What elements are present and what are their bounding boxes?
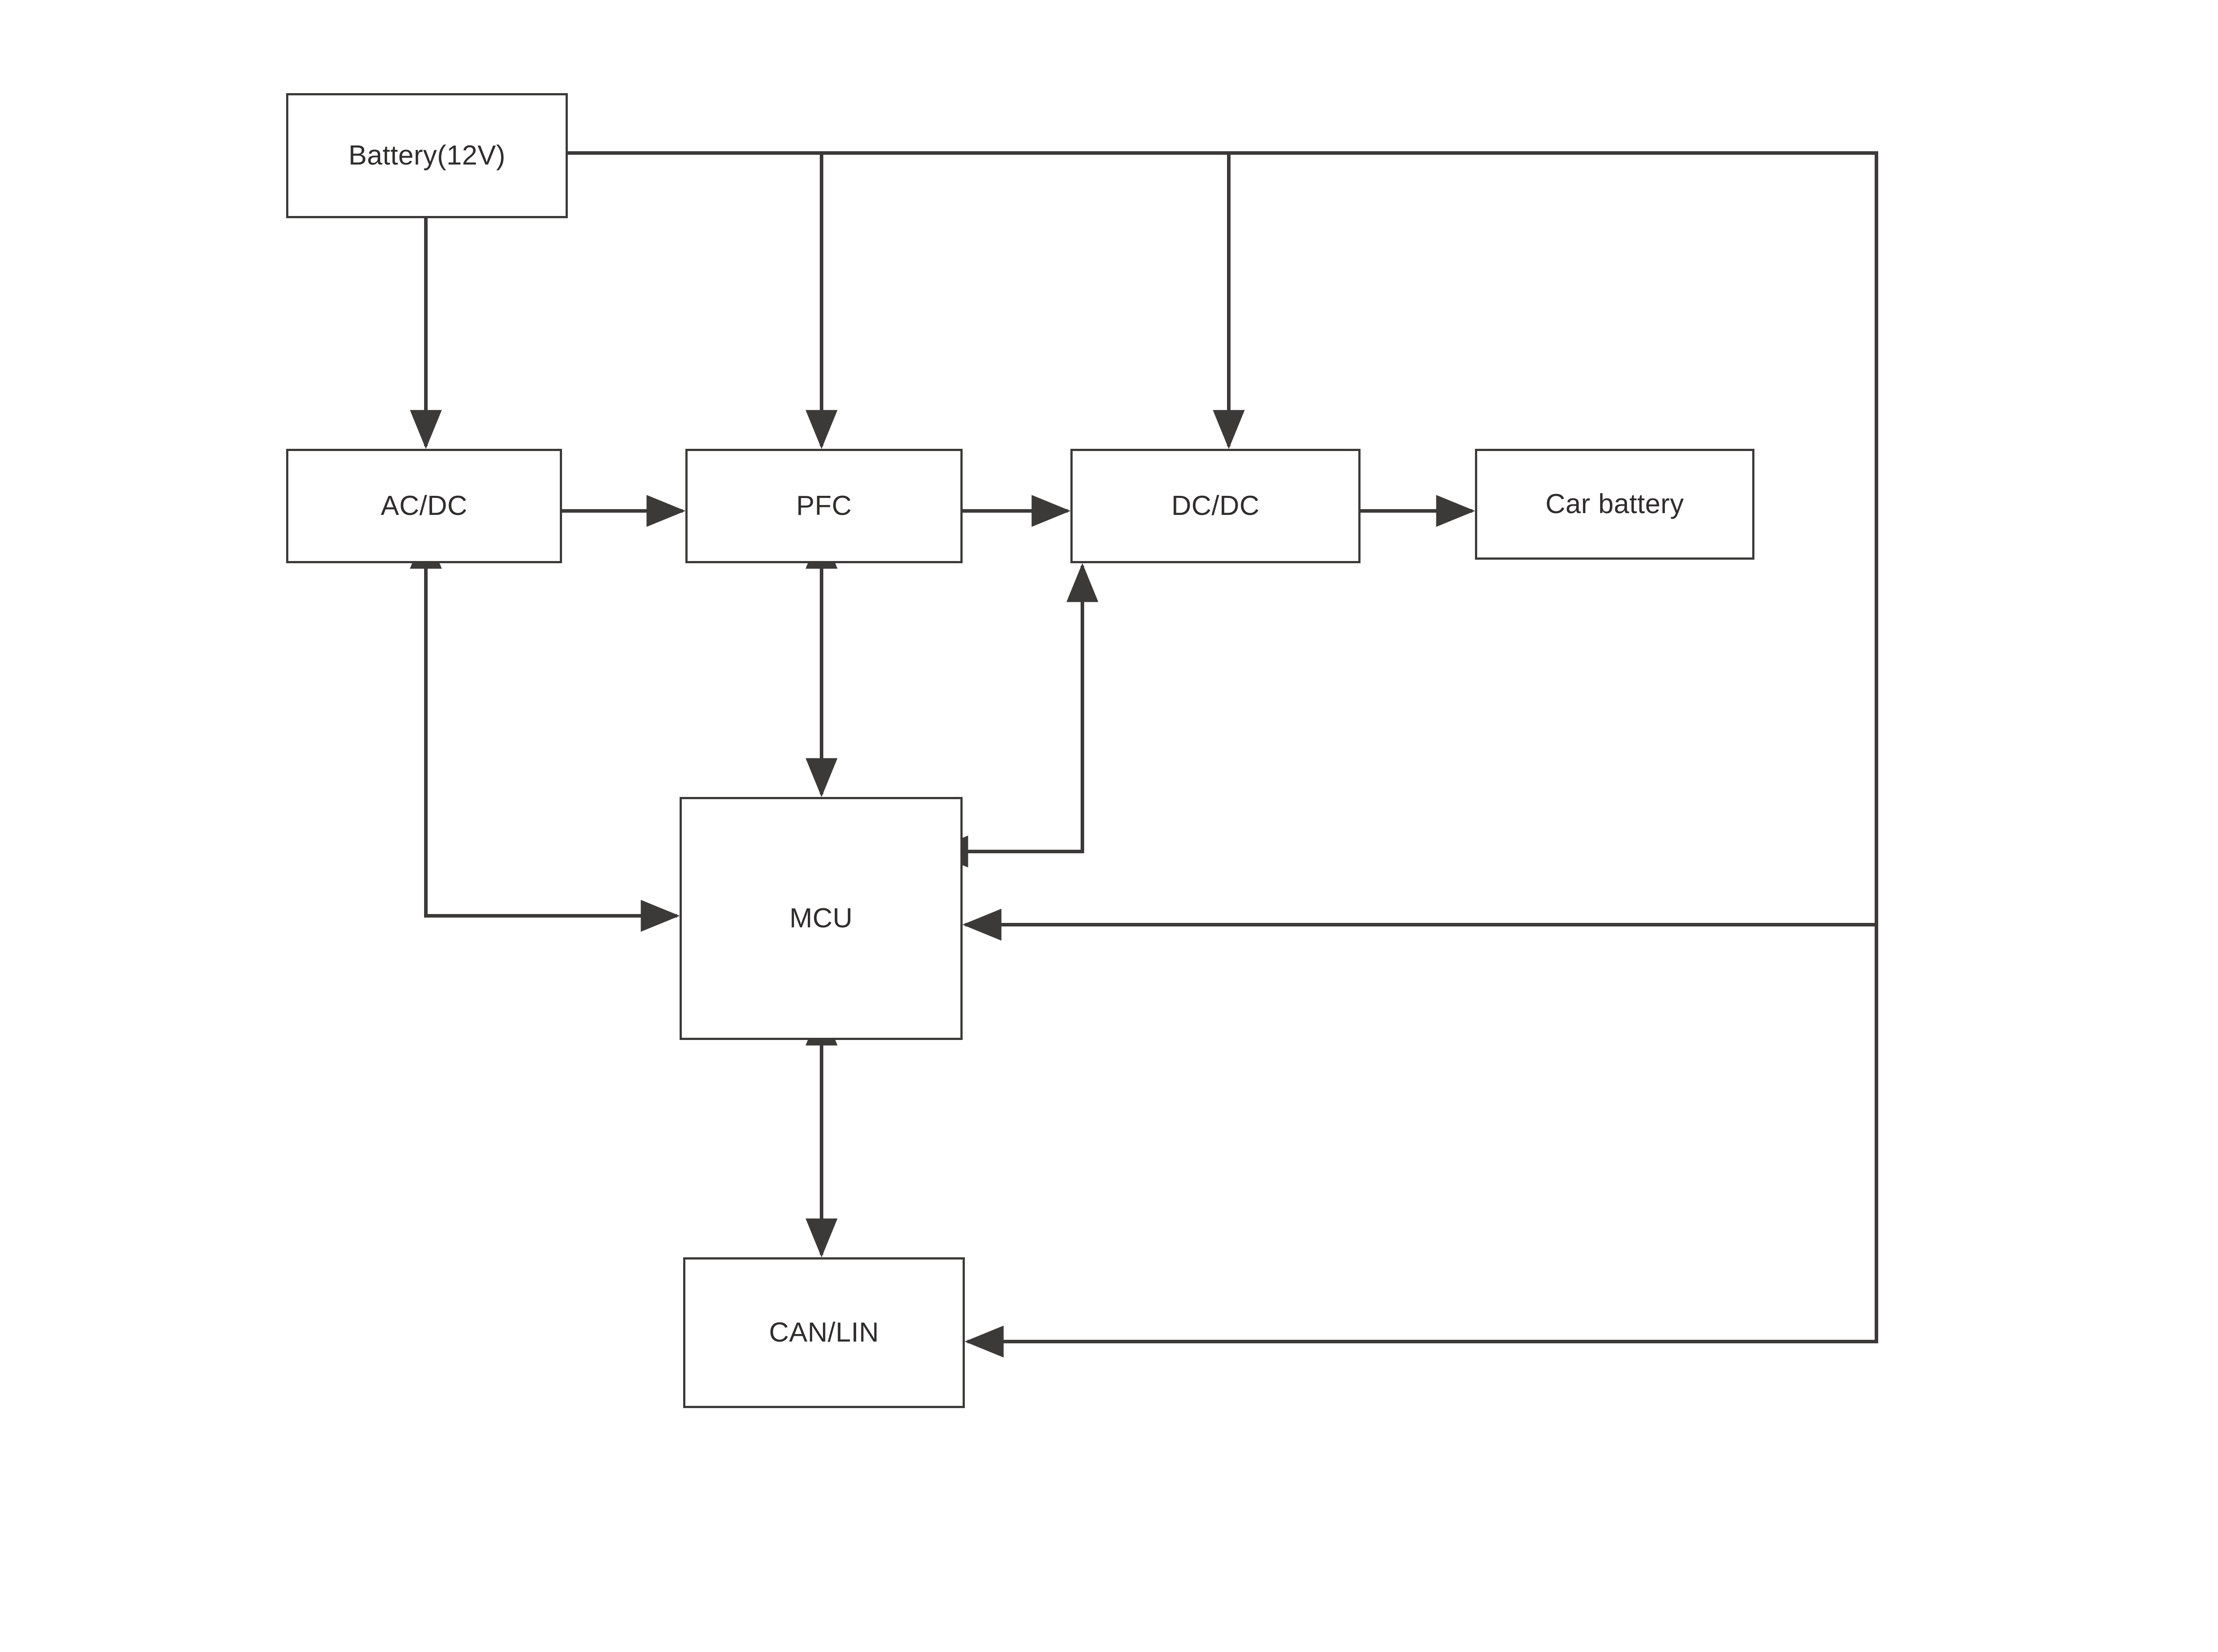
node-acdc[interactable]: AC/DC bbox=[286, 449, 562, 563]
edge-mcu-to-dcdc bbox=[929, 563, 1098, 867]
node-dcdc[interactable]: DC/DC bbox=[1070, 449, 1361, 563]
node-label-mcu: MCU bbox=[789, 903, 853, 934]
node-label-car-battery: Car battery bbox=[1545, 488, 1684, 519]
node-label-battery-12v: Battery(12V) bbox=[348, 140, 506, 171]
node-label-dcdc: DC/DC bbox=[1171, 490, 1260, 521]
edge-mcu-to-acdc bbox=[410, 530, 680, 932]
node-pfc[interactable]: PFC bbox=[685, 449, 963, 563]
node-label-acdc: AC/DC bbox=[381, 490, 468, 521]
node-battery-12v[interactable]: Battery(12V) bbox=[286, 93, 568, 218]
node-label-canlin: CAN/LIN bbox=[769, 1317, 879, 1348]
node-canlin[interactable]: CAN/LIN bbox=[683, 1257, 965, 1408]
node-mcu[interactable]: MCU bbox=[680, 797, 963, 1040]
node-label-pfc: PFC bbox=[796, 490, 852, 521]
node-car-battery[interactable]: Car battery bbox=[1475, 449, 1754, 560]
